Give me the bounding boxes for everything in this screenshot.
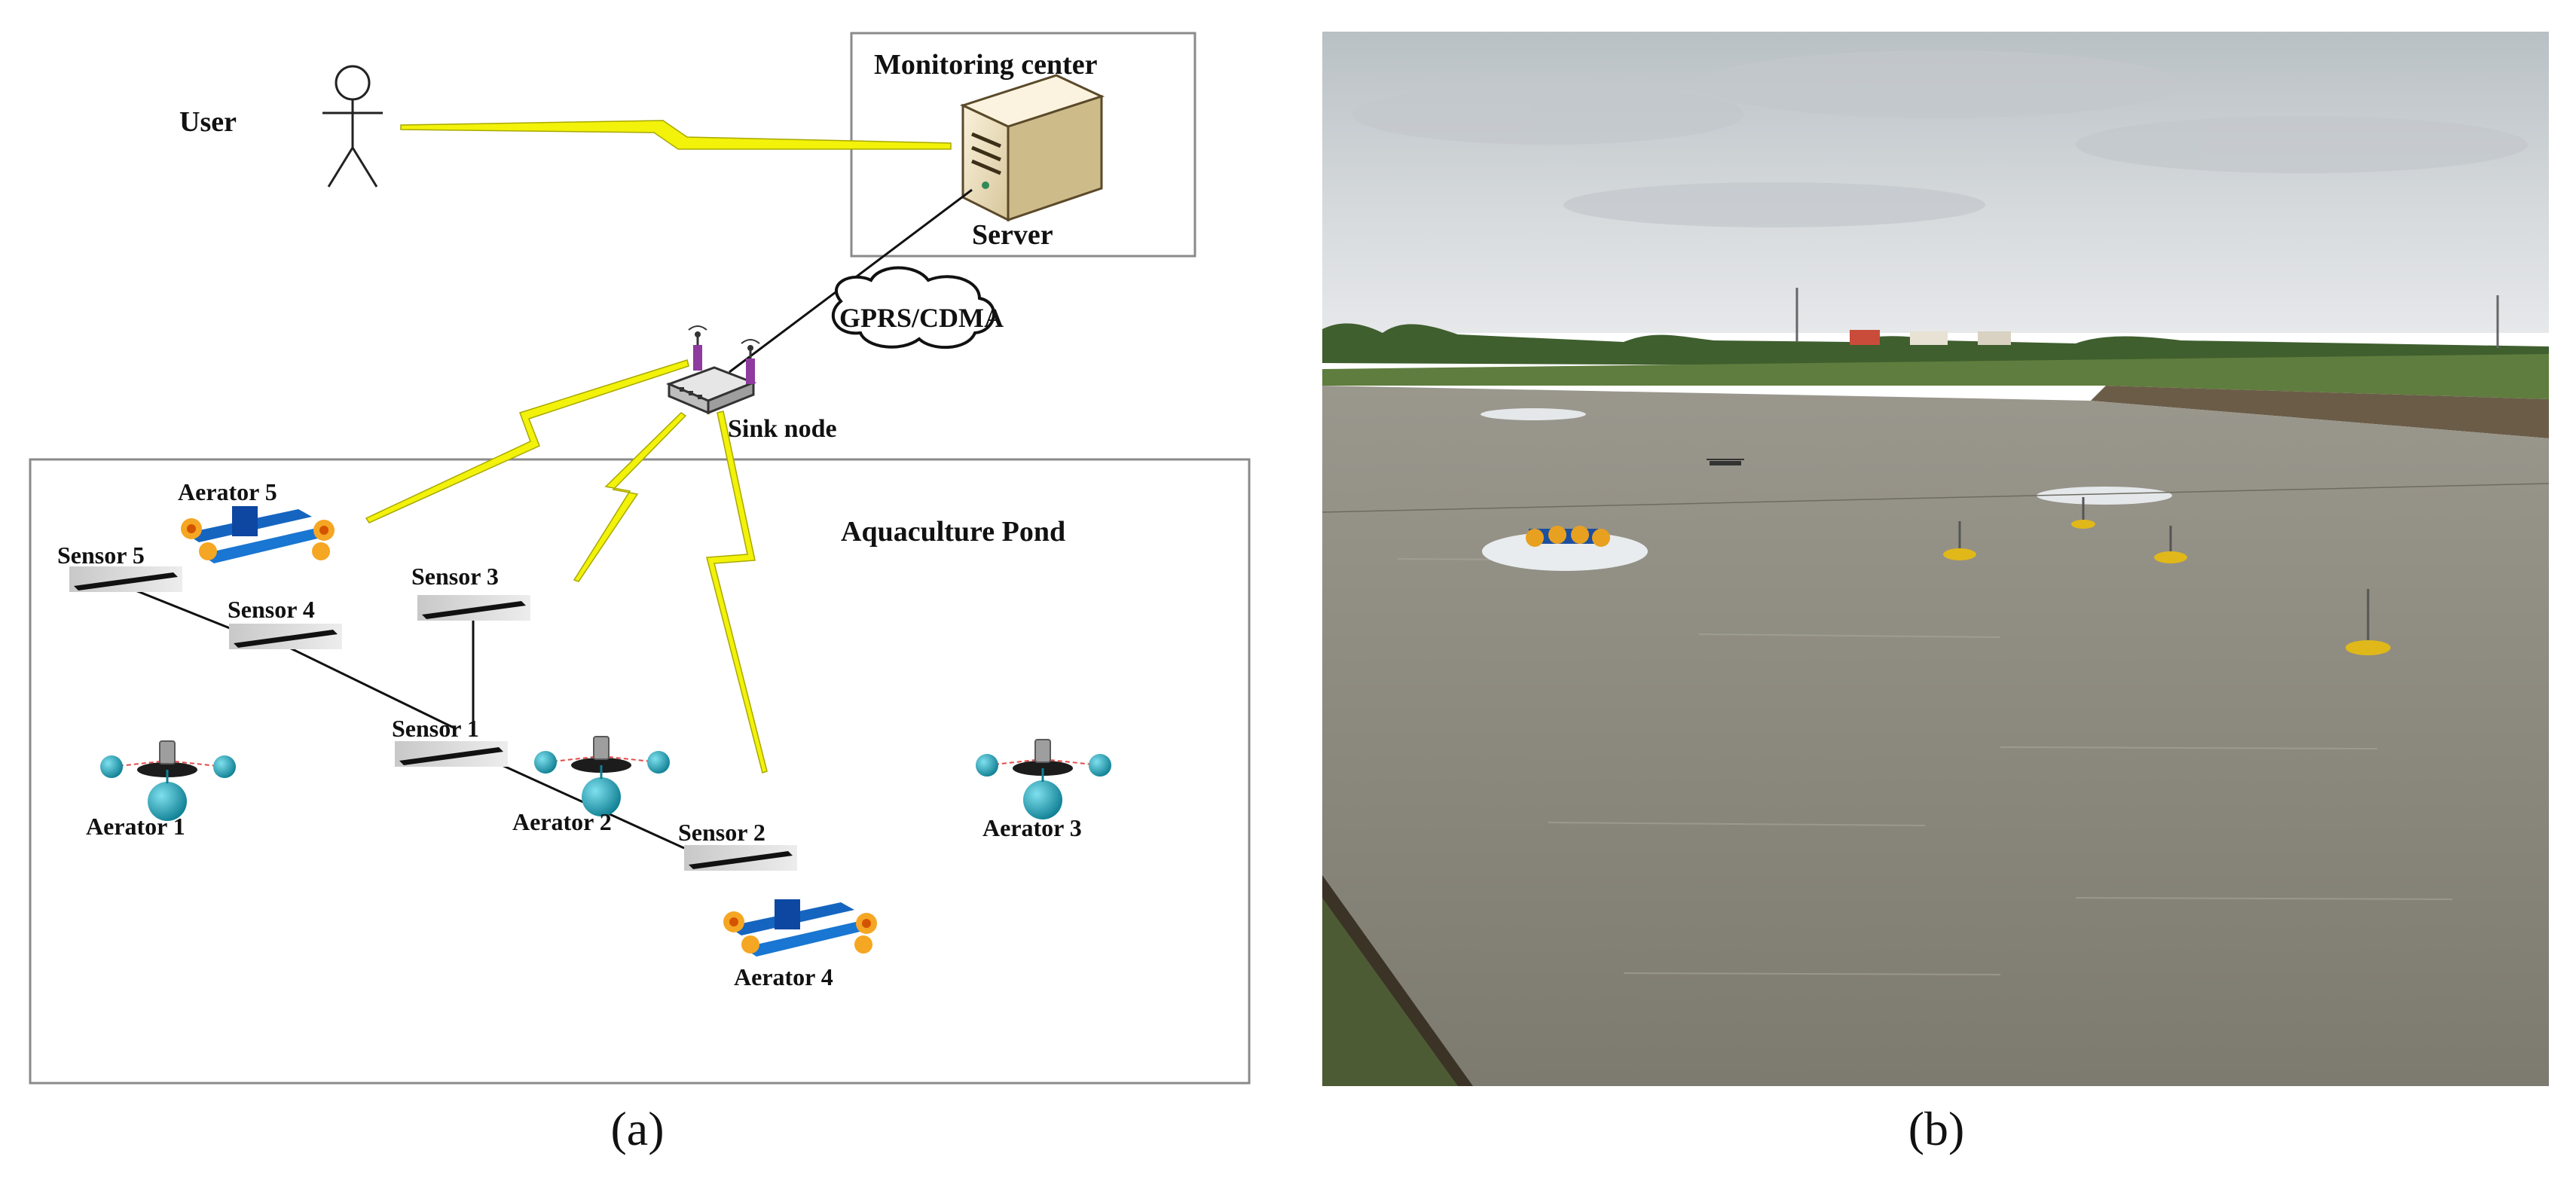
- aerator-4-paddle-icon: Aerator 4: [723, 899, 877, 990]
- user-stick-figure-icon: [322, 65, 383, 188]
- aerator-1-fountain-icon: Aerator 1: [86, 740, 237, 840]
- sensor-3: Sensor 3: [411, 563, 530, 621]
- sensor-4: Sensor 4: [228, 596, 342, 649]
- sink-node-router-icon: [665, 325, 761, 415]
- pond-rope: [1322, 483, 2549, 513]
- aerator-2-fountain-icon: Aerator 2: [512, 735, 671, 835]
- sensor-5: Sensor 5: [57, 542, 182, 592]
- distant-aerator-spray-2: [2037, 487, 2172, 505]
- sensor-3-label: Sensor 3: [411, 563, 499, 590]
- far-bank-soil: [2091, 386, 2549, 438]
- near-bank-edge: [1322, 875, 1473, 1086]
- caption-b: (b): [1908, 1102, 1965, 1155]
- sink-sensor3-wireless-link: [573, 412, 687, 582]
- aerator-3-label: Aerator 3: [982, 814, 1082, 841]
- treeline: [1322, 288, 2549, 369]
- user-label: User: [179, 106, 237, 138]
- sensor-buoy-3: [2154, 526, 2187, 563]
- gprs-cdma-cloud-icon: [831, 266, 995, 349]
- water-ripples: [1397, 558, 2453, 975]
- sensor-1: Sensor 1: [392, 715, 508, 767]
- paddle-aerator-photo: [1482, 526, 1648, 571]
- sensor-4-label: Sensor 4: [228, 596, 315, 623]
- sink-node-label: Sink node: [728, 415, 837, 443]
- sensor-2-label: Sensor 2: [678, 819, 765, 846]
- far-bank: [1322, 354, 2549, 399]
- distant-aerator-spray-1: [1481, 408, 1586, 420]
- gprs-cdma-label: GPRS/CDMA: [839, 303, 1004, 333]
- aerator-3-fountain-icon: Aerator 3: [974, 738, 1113, 841]
- aerator-4-label: Aerator 4: [734, 963, 833, 990]
- sensor-5-label: Sensor 5: [57, 542, 145, 569]
- caption-a: (a): [610, 1102, 665, 1155]
- sensor-buoy-4: [2345, 589, 2391, 655]
- aerator-5-label: Aerator 5: [178, 478, 277, 505]
- server-label: Server: [972, 219, 1053, 251]
- sensor-buoy-1: [1943, 521, 1976, 560]
- pond-label: Aquaculture Pond: [841, 516, 1065, 548]
- monitoring-center-label: Monitoring center: [874, 49, 1098, 81]
- aerator-2-label: Aerator 2: [512, 808, 612, 835]
- clouds: [1352, 50, 2528, 227]
- aerator-1-label: Aerator 1: [86, 813, 185, 840]
- aerator-5-paddle-icon: Aerator 5: [178, 478, 335, 563]
- drone: [1707, 459, 1744, 465]
- sensor-2: Sensor 2: [678, 819, 797, 871]
- pond-water: [1322, 386, 2549, 1086]
- sink-sensor2-wireless-link: [706, 410, 768, 774]
- pond-photograph: [1322, 32, 2549, 1086]
- system-architecture-diagram: Monitoring center Server User: [29, 32, 1251, 1085]
- user-server-wireless-link: [400, 120, 952, 150]
- sensor-1-label: Sensor 1: [392, 715, 479, 742]
- sensor-buoy-2: [2071, 497, 2095, 529]
- sink-aerator5-wireless-link: [365, 359, 689, 523]
- server-icon: [959, 74, 1105, 222]
